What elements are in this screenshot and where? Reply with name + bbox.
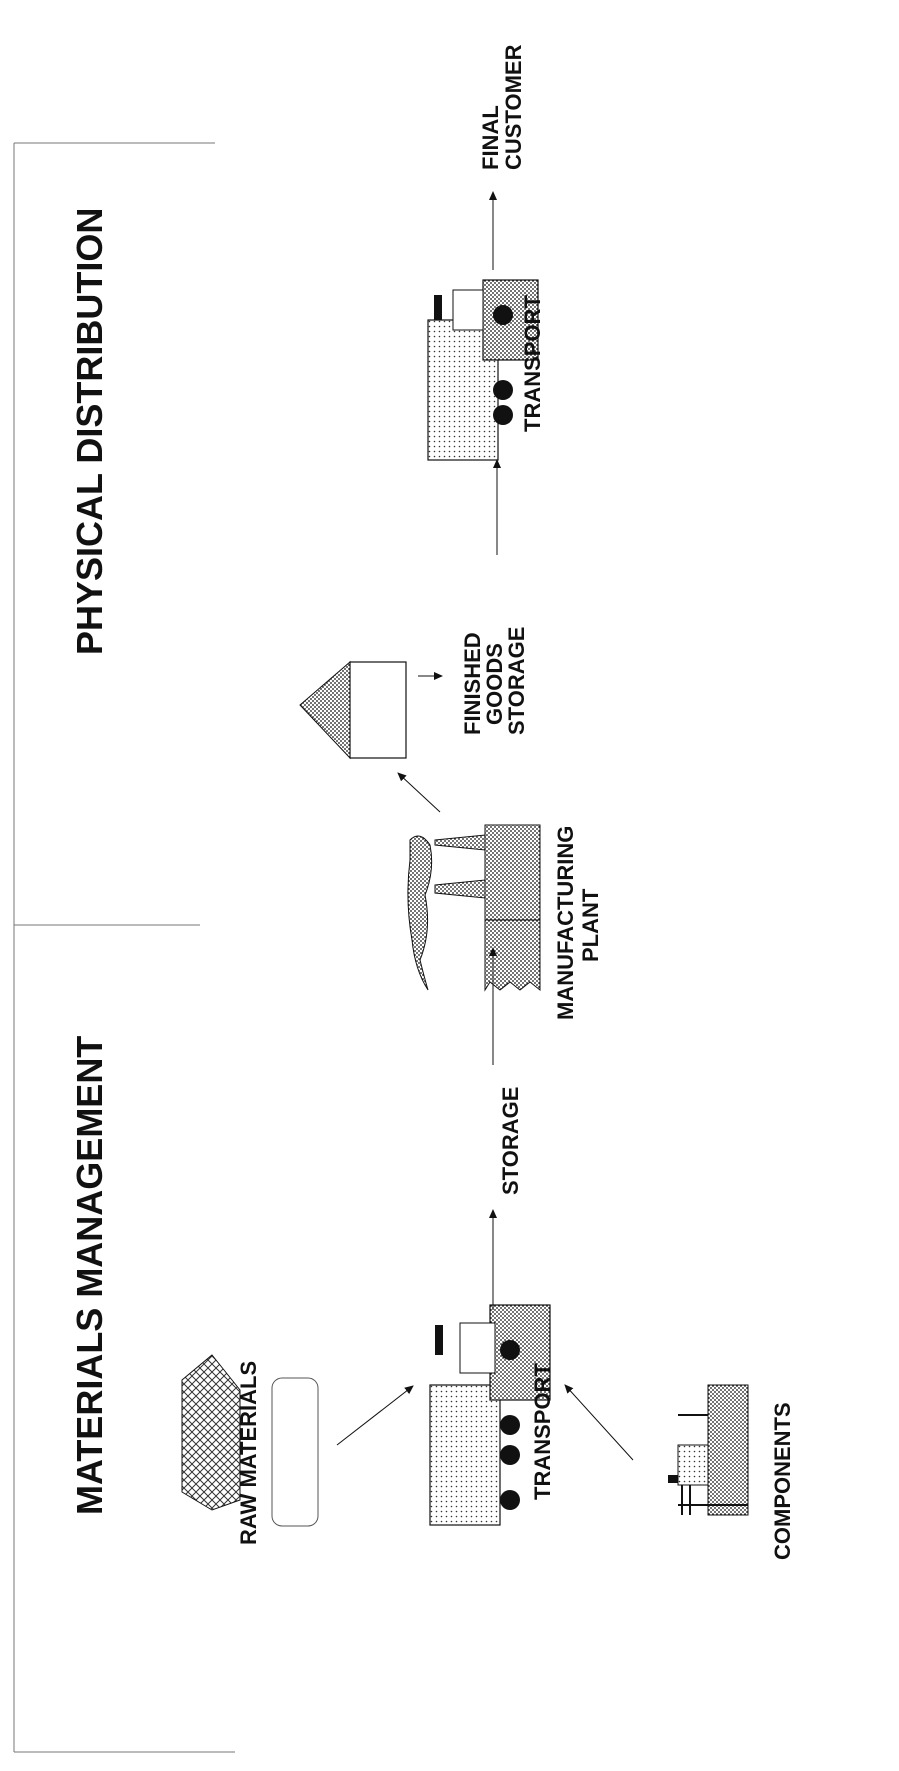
transport-2-label: TRANSPORT [520,295,545,432]
transport-1-label: TRANSPORT [530,1363,555,1500]
customer-label: CUSTOMER [501,44,526,170]
components-machinery-icon [668,1385,748,1515]
final-label: FINAL [478,105,503,170]
arrow-raw-to-transport [337,1386,413,1445]
manufacturing-label: MANUFACTURING [553,826,578,1020]
warehouse-icon [300,662,406,758]
raw-materials-label: RAW MATERIALS [236,1361,261,1545]
physical-distribution-title: PHYSICAL DISTRIBUTION [69,208,110,655]
materials-management-title: MATERIALS MANAGEMENT [69,1036,110,1515]
section-frame [14,143,235,1752]
factory-icon [408,825,540,990]
plant-label: PLANT [578,888,603,962]
components-label: COMPONENTS [770,1402,795,1560]
arrow-plant-to-warehouse [398,773,440,812]
arrow-components-to-transport [565,1385,633,1460]
storage-label: STORAGE [498,1087,523,1195]
finished-storage-label: STORAGE [504,627,529,735]
